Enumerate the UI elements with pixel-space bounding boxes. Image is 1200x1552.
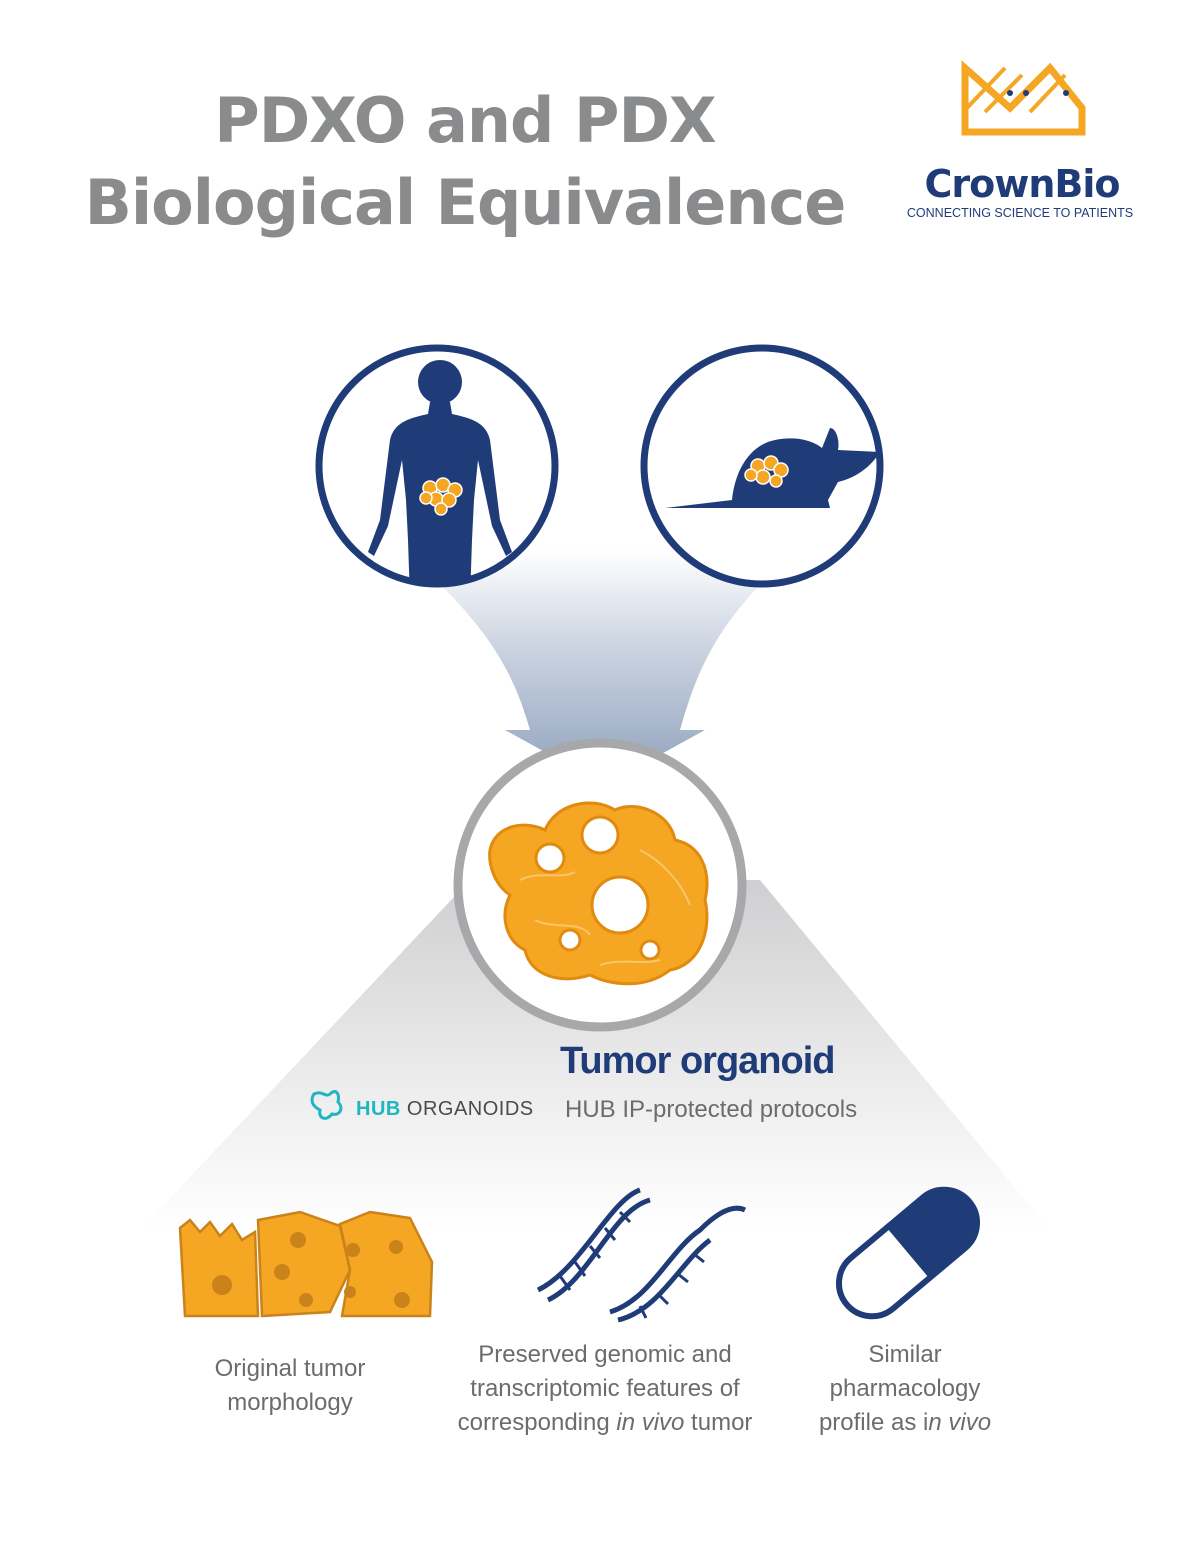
crown-dna-icon	[961, 60, 1086, 136]
mouse-icon	[665, 428, 880, 508]
feature-2-line-3-c: tumor	[684, 1409, 753, 1436]
dna-icon	[536, 1187, 747, 1323]
organoid-circle	[453, 738, 747, 1032]
feature-pharmacology: Similar pharmacology profile as in vivo	[790, 1338, 1020, 1440]
tumor-cells-icon	[178, 1210, 434, 1318]
hub-organoids-logo-icon	[310, 1090, 343, 1120]
human-circle	[315, 344, 559, 588]
feature-1-line-1: Original tumor	[214, 1355, 366, 1382]
hub-rest: ORGANOIDS	[400, 1098, 534, 1120]
feature-3-line-3-italic: n vivo	[928, 1409, 992, 1436]
human-body-icon	[368, 360, 512, 581]
spread-cone	[140, 880, 1050, 1230]
organoid-subtitle: HUB IP-protected protocols	[565, 1096, 858, 1123]
hub-organoids-logo-text: HUB ORGANOIDS	[356, 1098, 534, 1121]
feature-3-line-3: profile as in vivo	[790, 1406, 1020, 1440]
feature-2-line-3-a: corresponding	[457, 1409, 617, 1436]
mouse-circle	[640, 344, 884, 588]
hub-bold: HUB	[356, 1098, 401, 1120]
feature-3-line-3-a: profile as i	[818, 1409, 929, 1436]
brand-name: CrownBio	[924, 162, 1121, 206]
organoid-title: Tumor organoid	[560, 1040, 836, 1082]
title-line-2: Biological Equivalence	[84, 166, 847, 239]
feature-2-line-3-italic: in vivo	[616, 1409, 685, 1436]
feature-2-line-1: Preserved genomic and	[478, 1341, 732, 1368]
organoid-icon	[488, 801, 709, 986]
feature-genomic: Preserved genomic and transcriptomic fea…	[440, 1338, 770, 1440]
feature-3-line-2: pharmacology	[829, 1375, 981, 1402]
feature-morphology: Original tumor morphology	[160, 1352, 420, 1420]
page-title: PDXO and PDX Biological Equivalence	[40, 80, 890, 244]
feature-3-line-1: Similar	[868, 1341, 942, 1368]
feature-2-line-3: corresponding in vivo tumor	[440, 1406, 770, 1440]
pill-icon	[835, 1186, 981, 1320]
feature-2-line-2: transcriptomic features of	[470, 1375, 740, 1402]
funnel-arrow	[405, 550, 795, 785]
feature-1-line-2: morphology	[227, 1389, 353, 1416]
title-line-1: PDXO and PDX	[214, 84, 716, 157]
brand-tagline: CONNECTING SCIENCE TO PATIENTS	[906, 206, 1134, 220]
